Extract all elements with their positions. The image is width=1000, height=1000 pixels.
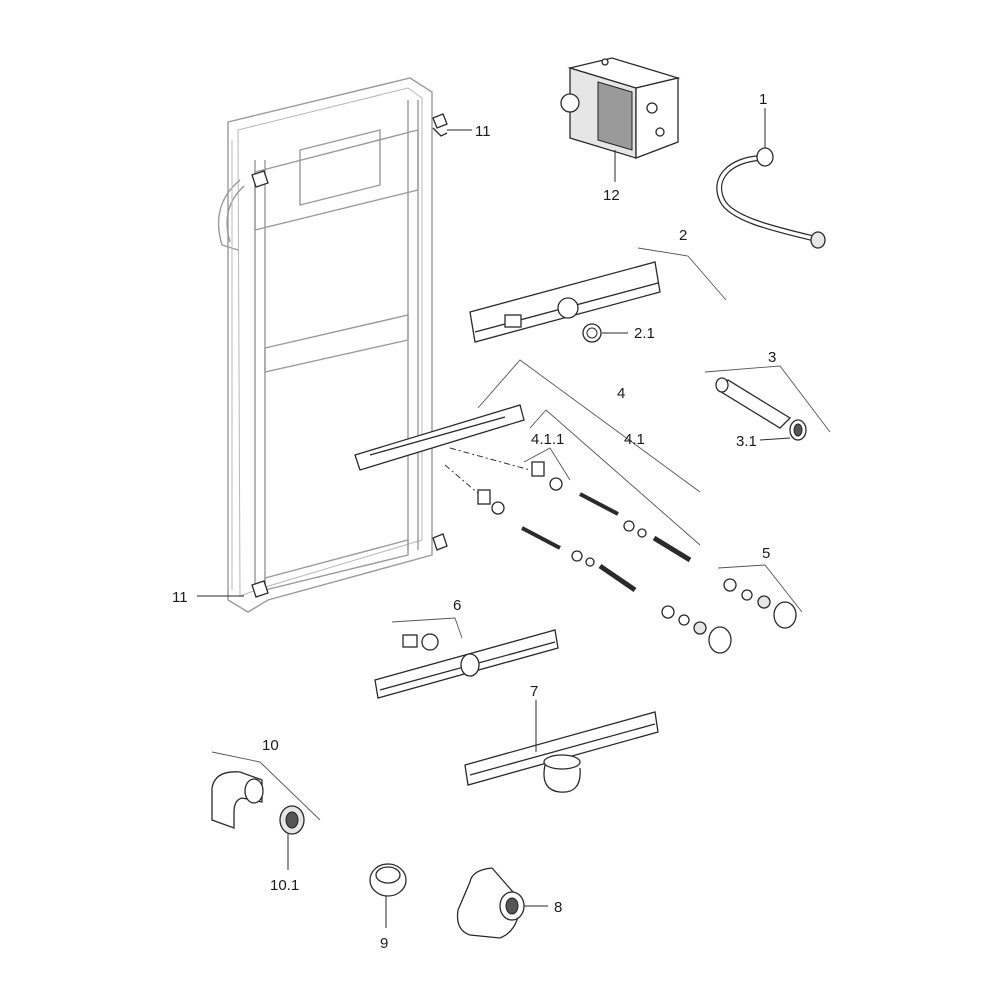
callout-4: 4 bbox=[617, 385, 625, 402]
part-8-siphon bbox=[456, 867, 548, 939]
part-4-rail-set bbox=[354, 359, 701, 593]
part-6-rail bbox=[374, 617, 559, 699]
part-5-caps bbox=[661, 564, 803, 654]
callout-10-1: 10.1 bbox=[270, 877, 299, 894]
callout-11-bottom: 11 bbox=[172, 589, 188, 606]
callout-3-1: 3.1 bbox=[736, 433, 757, 450]
part-9-cap bbox=[369, 863, 407, 928]
part-12-installation-box bbox=[560, 57, 681, 182]
part-10-elbow bbox=[211, 751, 321, 870]
callout-labels: 1 2 2.1 3 3.1 4 4.1 4.1.1 5 6 7 8 9 10 1… bbox=[172, 91, 776, 952]
callout-7: 7 bbox=[530, 683, 538, 700]
callout-9: 9 bbox=[380, 935, 388, 952]
callout-12: 12 bbox=[603, 187, 620, 204]
part-7-rail bbox=[464, 700, 659, 793]
part-2-rail bbox=[469, 247, 727, 343]
callout-11-top: 11 bbox=[475, 123, 491, 140]
callout-10: 10 bbox=[262, 737, 279, 754]
part-3-tube bbox=[704, 365, 831, 441]
installation-frame bbox=[217, 77, 433, 613]
part-1-hose bbox=[716, 108, 826, 249]
callout-2-1: 2.1 bbox=[634, 325, 655, 342]
callout-6: 6 bbox=[453, 597, 461, 614]
callout-1: 1 bbox=[759, 91, 767, 108]
callout-4-1-1: 4.1.1 bbox=[531, 431, 564, 448]
callout-2: 2 bbox=[679, 227, 687, 244]
callout-8: 8 bbox=[554, 899, 562, 916]
callout-3: 3 bbox=[768, 349, 776, 366]
callout-4-1: 4.1 bbox=[624, 431, 645, 448]
callout-5: 5 bbox=[762, 545, 770, 562]
part-11-brackets bbox=[197, 113, 472, 598]
